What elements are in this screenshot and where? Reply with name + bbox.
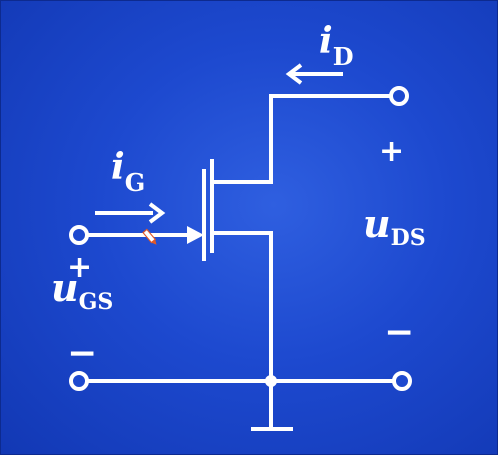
junction-node (265, 375, 277, 387)
gs-plus-sign: + (67, 250, 92, 285)
ds-common-terminal (392, 371, 412, 391)
gs-common-terminal (69, 371, 89, 391)
drain-terminal (389, 86, 409, 106)
id-label: iD (319, 20, 354, 71)
ds-minus-sign: − (384, 312, 414, 353)
ugs-label: uGS (51, 265, 113, 315)
ig-arrow-head (148, 202, 166, 224)
ds-plus-sign: + (379, 134, 404, 169)
pen-cursor-icon (142, 228, 157, 245)
gs-minus-sign: − (67, 333, 97, 374)
gate-terminal (69, 225, 89, 245)
ig-label: iG (111, 146, 145, 197)
id-arrow-head (285, 63, 303, 85)
gate-arrow-head (187, 226, 204, 244)
uds-label: uDS (363, 201, 426, 251)
